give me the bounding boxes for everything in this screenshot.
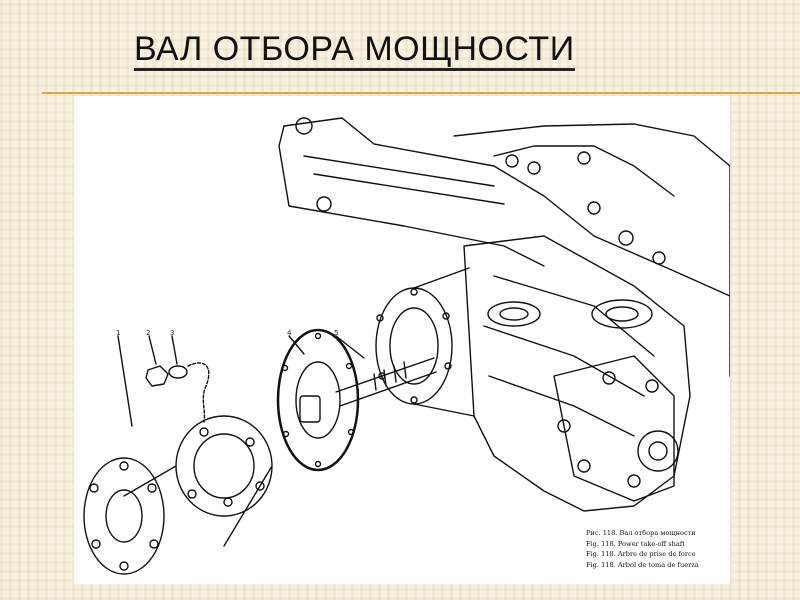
gearbox-flange-2 [591, 299, 653, 329]
nut [145, 365, 169, 387]
spacer-ring [276, 328, 360, 472]
side-cover [553, 355, 675, 502]
caption-line-fr: Fig. 118. Arbre de prise de force [586, 550, 696, 558]
part-number-4: 4 [287, 329, 292, 337]
caption-line-ru: Рис. 118. Вал отбора мощности [586, 529, 696, 537]
coupling-flange [83, 457, 165, 575]
part-number-1: 1 [116, 329, 121, 337]
caption-line-es: Fig. 118. Arbol de toma de fuerza [586, 560, 699, 569]
bracket-hole-1 [295, 117, 313, 135]
figure-caption: Рис. 118. Вал отбора мощности Fig. 118. … [586, 528, 726, 570]
part-number-3: 3 [170, 329, 175, 337]
part-number-5: 5 [334, 329, 339, 337]
drawing-lines [83, 117, 730, 575]
part-number-2: 2 [146, 329, 151, 337]
washer [168, 365, 188, 379]
title-divider [42, 92, 800, 94]
pto-housing-flange [375, 287, 453, 405]
bracket-arm [283, 117, 730, 297]
engine-block [453, 123, 730, 377]
gearbox-housing [463, 235, 691, 512]
gearbox-flange-1 [487, 301, 541, 327]
technical-drawing: 1 2 3 4 5 Рис. 118. Вал отбора мощности … [74, 96, 730, 584]
bracket-hole-2 [316, 196, 332, 212]
slide-title: ВАЛ ОТБОРА МОЩНОСТИ [134, 30, 575, 71]
output-hub [637, 430, 679, 472]
caption-line-en: Fig. 118. Power take-off shaft [586, 539, 685, 548]
